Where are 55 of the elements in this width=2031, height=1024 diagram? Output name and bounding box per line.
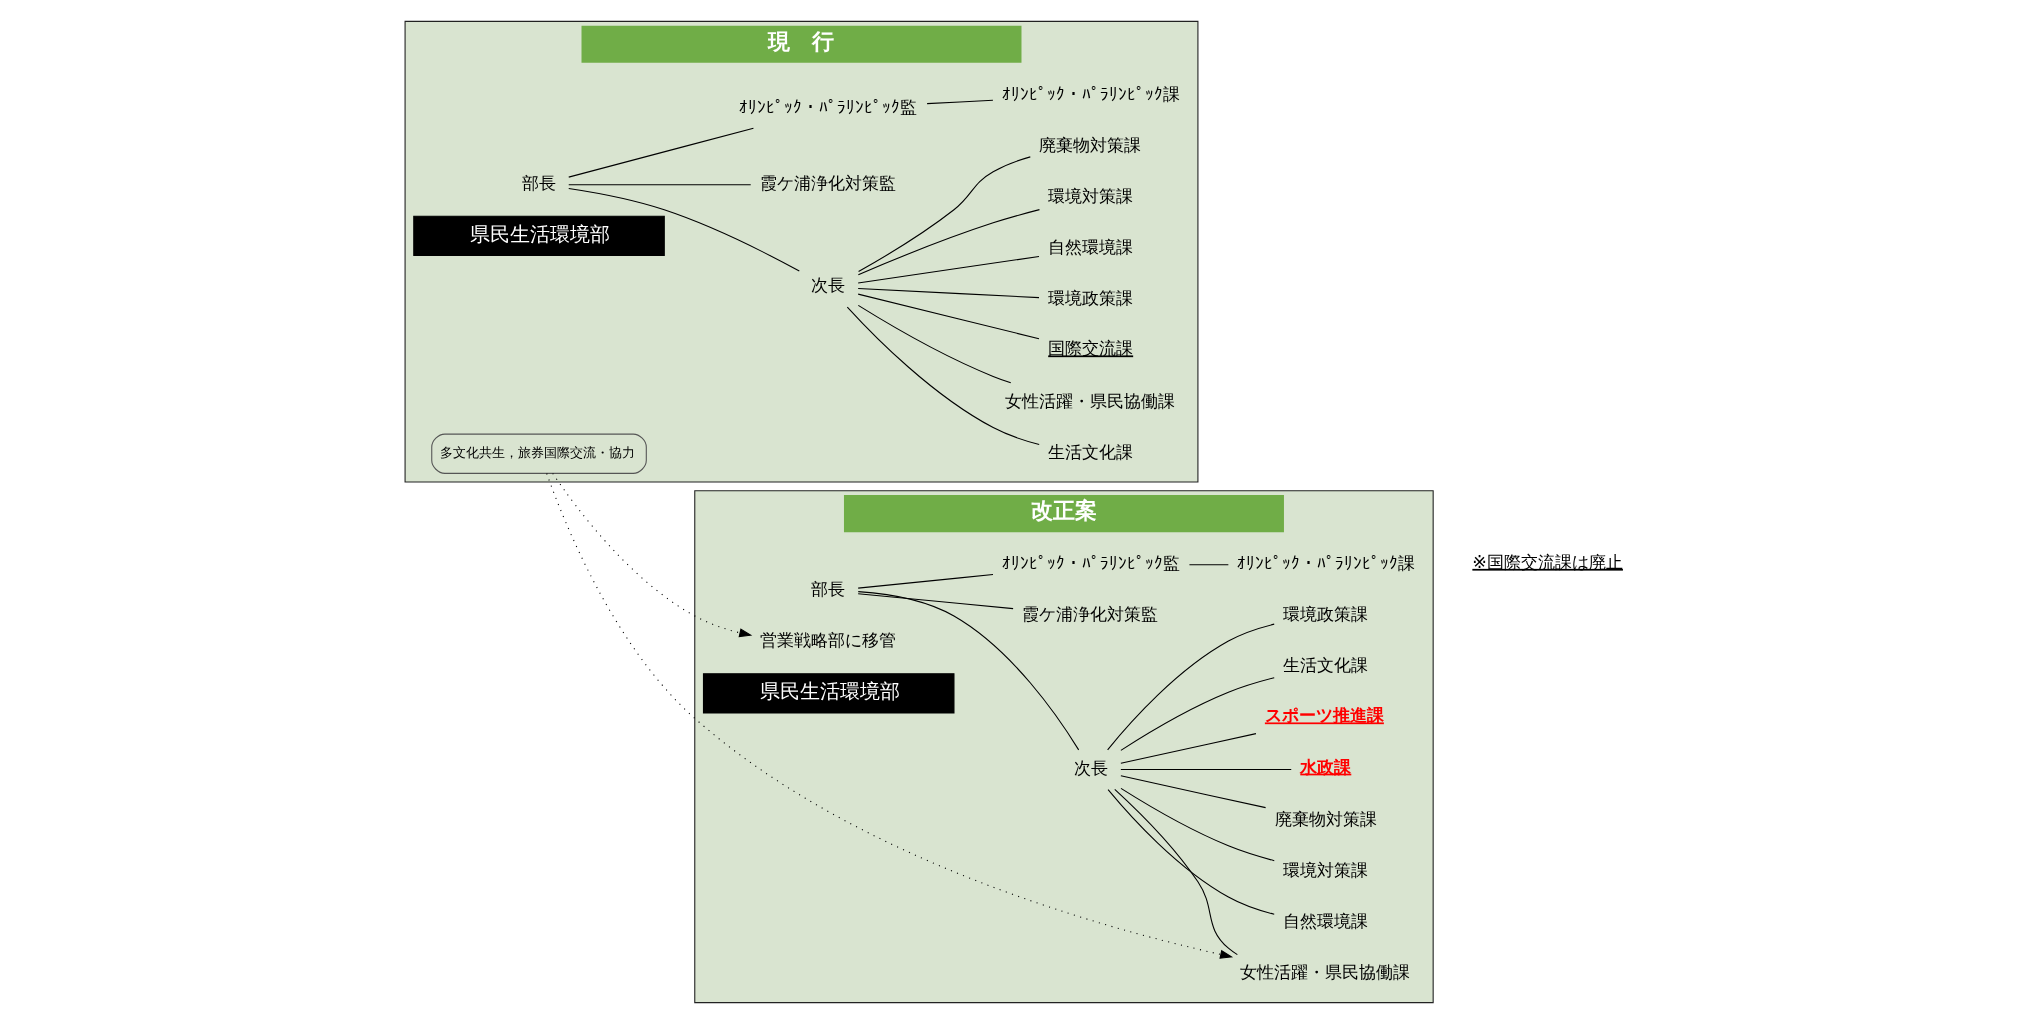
node-text: 次長 xyxy=(1073,757,1108,778)
node-text: 廃棄物対策課 xyxy=(1274,808,1377,829)
arrow xyxy=(546,472,1234,959)
node-text: 霞ケ浦浄化対策監 xyxy=(1022,604,1159,625)
node-text: ｵﾘﾝﾋﾟｯｸ・ﾊﾟﾗﾘﾝﾋﾟｯｸ課 xyxy=(1237,552,1416,573)
node-text: 自然環境課 xyxy=(1283,911,1369,932)
connector xyxy=(568,187,800,272)
node-box: 多文化共生，旅券国際交流・協力 xyxy=(431,433,647,474)
node-text: ｵﾘﾝﾋﾟｯｸ・ﾊﾟﾗﾘﾝﾋﾟｯｸ課 xyxy=(1001,83,1180,104)
label: ※国際交流課は廃止 xyxy=(1472,551,1623,572)
connector xyxy=(1107,623,1275,751)
connector xyxy=(857,255,1040,284)
node-text: 生活文化課 xyxy=(1283,655,1369,676)
connector xyxy=(926,99,994,105)
node-text: 生活文化課 xyxy=(1048,441,1134,462)
connector xyxy=(846,306,1040,446)
connector xyxy=(1120,787,1275,862)
connector xyxy=(1120,775,1267,809)
node-text: ｵﾘﾝﾋﾟｯｸ・ﾊﾟﾗﾘﾝﾋﾟｯｸ監 xyxy=(1001,552,1180,573)
node-text: 霞ケ浦浄化対策監 xyxy=(759,172,896,193)
node-text: 水政課 xyxy=(1300,756,1352,777)
node-text: 部長 xyxy=(811,579,846,600)
node-text: 環境政策課 xyxy=(1283,604,1369,625)
connector xyxy=(858,156,1031,273)
connector xyxy=(1107,789,1275,915)
node-text: 営業戦略部に移管 xyxy=(759,630,896,651)
connector xyxy=(1120,677,1275,751)
node-text: スポーツ推進課 xyxy=(1264,705,1384,726)
connector xyxy=(1120,733,1257,764)
connector xyxy=(857,209,1040,276)
node-box: 県民生活環境部 xyxy=(413,215,665,257)
connector xyxy=(1188,564,1229,566)
node-text: 部長 xyxy=(521,172,556,193)
connector xyxy=(857,304,1012,384)
connector xyxy=(857,574,994,589)
node-box: 県民生活環境部 xyxy=(702,673,955,714)
arrow xyxy=(552,472,753,638)
connector xyxy=(568,184,752,186)
node-text: 環境対策課 xyxy=(1048,185,1134,206)
node-text: 環境対策課 xyxy=(1283,860,1369,881)
node-text: 女性活躍・県民協働課 xyxy=(1240,962,1411,983)
node-text: 自然環境課 xyxy=(1048,237,1134,258)
connector xyxy=(1114,788,1238,956)
connector xyxy=(568,127,754,178)
node-text: 女性活躍・県民協働課 xyxy=(1005,390,1176,411)
node-text: 環境政策課 xyxy=(1048,288,1134,309)
node-text: 国際交流課 xyxy=(1048,338,1134,359)
node-text: 廃棄物対策課 xyxy=(1039,134,1142,155)
connector xyxy=(857,591,1080,751)
connector xyxy=(1120,769,1292,771)
connector xyxy=(857,293,1040,340)
connector xyxy=(857,593,1014,610)
connector xyxy=(857,288,1040,299)
node-text: 次長 xyxy=(811,275,846,296)
node-text: ｵﾘﾝﾋﾟｯｸ・ﾊﾟﾗﾘﾝﾋﾟｯｸ監 xyxy=(739,96,918,117)
